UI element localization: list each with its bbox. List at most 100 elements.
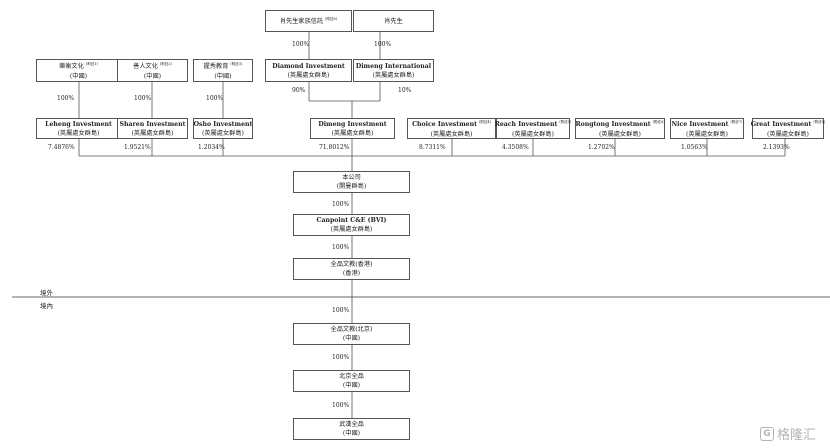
- pct-culture-osho: 100%: [206, 95, 224, 102]
- dimeng-intl-name: Dimeng International: [355, 62, 432, 70]
- shareholder-name: Dimeng Investment: [318, 120, 387, 128]
- shareholder-name: Osho Investment: [193, 120, 253, 128]
- culture-name: 樂衡文化: [59, 63, 84, 71]
- culture-sub: (中國): [143, 72, 162, 80]
- mr-xiao-name: 肖先生: [384, 17, 403, 25]
- diamond-name: Diamond Investment: [272, 62, 345, 70]
- shareholder-sub: (英屬處女群島): [202, 129, 244, 137]
- diamond-sub: (英屬處女群島): [287, 71, 330, 79]
- chain-sub: (中國): [342, 430, 361, 437]
- shareholder-sub: (英屬處女群島): [57, 129, 100, 137]
- onshore-label: 境內: [40, 302, 53, 310]
- culture-sub: (中國): [214, 72, 232, 80]
- chain-name: Canpoint C&E (BVI): [316, 217, 387, 224]
- pct-trust-diamond: 100%: [292, 41, 310, 48]
- canpoint-bvi-box: Canpoint C&E (BVI) (英屬處女群島): [293, 214, 410, 236]
- chain-name: 全品文教(香港): [330, 261, 373, 268]
- shareholder-box-great: Great Investment(附註8) (英屬處女群島): [750, 118, 826, 139]
- shareholder-name: Reach Investment: [494, 121, 558, 129]
- culture-note: (附註2): [159, 62, 172, 67]
- pct-chain-3: 100%: [332, 307, 350, 314]
- shareholder-box-reach: Reach Investment(附註5) (英屬處女群島): [494, 118, 572, 139]
- pct-culture-sharen: 100%: [134, 95, 152, 102]
- pct-chain-4: 100%: [332, 354, 350, 361]
- pct-mr-dimeng-intl: 100%: [374, 41, 392, 48]
- pct-chain-2: 100%: [332, 244, 350, 251]
- shareholder-note: (附註5): [559, 120, 572, 125]
- mr-xiao-box: 肖先生: [353, 10, 434, 32]
- shareholder-name: Rongtong Investment: [575, 121, 651, 129]
- culture-box-osho: 握秀教育(附註3) (中國): [193, 59, 253, 82]
- shareholder-box-osho: Osho Investment (英屬處女群島): [193, 118, 253, 139]
- dimeng-intl-sub: (英屬處女群島): [372, 71, 415, 79]
- culture-name: 善人文化: [133, 63, 158, 71]
- trust-name: 肖先生家族信託: [279, 18, 324, 26]
- culture-note: (附註1): [85, 62, 98, 67]
- wuhan-quanpin-box: 武漢全品 (中國): [293, 418, 410, 440]
- culture-name: 握秀教育: [203, 63, 229, 71]
- trust-note: (附註8): [325, 17, 338, 22]
- pct-dimeng: 71.8012%: [319, 144, 350, 151]
- quanpin-beijing-box: 全品文教(北京) (中國): [293, 323, 410, 345]
- pct-rongtong: 1.2702%: [588, 144, 615, 151]
- pct-reach: 4.3508%: [502, 144, 529, 151]
- pct-chain-1: 100%: [332, 201, 350, 208]
- shareholder-box-nice: Nice Investment(附註7) (英屬處女群島): [670, 118, 744, 139]
- pct-dimeng-intl-dimeng: 10%: [398, 87, 412, 94]
- shareholder-sub: (英屬處女群島): [599, 130, 641, 138]
- pct-osho: 1.2034%: [198, 144, 225, 151]
- chain-name: 全品文教(北京): [330, 326, 373, 333]
- offshore-label: 境外: [40, 289, 53, 297]
- quanpin-hk-box: 全品文教(香港) (香港): [293, 258, 410, 280]
- shareholder-name: Choice Investment: [412, 121, 477, 129]
- culture-box-sharen: 善人文化(附註2) (中國): [117, 59, 188, 82]
- pct-great: 2.1393%: [763, 144, 790, 151]
- culture-note: (附註3): [230, 62, 243, 67]
- shareholder-note: (附註6): [652, 120, 665, 125]
- pct-leheng: 7.4876%: [48, 144, 75, 151]
- chain-sub: (英屬處女群島): [330, 226, 373, 233]
- pct-nice: 1.0563%: [681, 144, 708, 151]
- culture-sub: (中國): [69, 72, 88, 80]
- shareholder-sub: (英屬處女群島): [430, 130, 473, 138]
- chain-name: 武漢全品: [339, 421, 364, 428]
- shareholder-box-rongtong: Rongtong Investment(附註6) (英屬處女群島): [575, 118, 665, 139]
- shareholder-sub: (英屬處女群島): [686, 130, 728, 138]
- shareholder-box-sharen: Sharen Investment (英屬處女群島): [117, 118, 188, 139]
- shareholder-note: (附註4): [478, 120, 491, 125]
- chain-name: 本公司: [342, 174, 361, 181]
- chain-sub: (開曼群島): [336, 183, 367, 190]
- shareholder-box-dimeng: Dimeng Investment (英屬處女群島): [310, 118, 395, 139]
- culture-box-leheng: 樂衡文化(附註1) (中國): [36, 59, 121, 82]
- watermark-logo-icon: G: [759, 426, 774, 441]
- watermark: G 格隆汇: [759, 424, 816, 443]
- pct-chain-5: 100%: [332, 402, 350, 409]
- chain-sub: (香港): [342, 270, 361, 277]
- pct-culture-leheng: 100%: [57, 95, 75, 102]
- chain-sub: (中國): [342, 335, 361, 342]
- shareholder-sub: (英屬處女群島): [767, 130, 809, 138]
- shareholder-sub: (英屬處女群島): [331, 129, 374, 137]
- shareholder-sub: (英屬處女群島): [131, 129, 174, 137]
- mr-xiao-family-trust-box: 肖先生家族信託(附註8): [265, 10, 352, 32]
- chain-sub: (中國): [342, 382, 361, 389]
- shareholder-name: Nice Investment: [671, 121, 729, 129]
- shareholder-box-choice: Choice Investment(附註4) (英屬處女群島): [407, 118, 496, 139]
- company-box: 本公司 (開曼群島): [293, 171, 410, 193]
- chain-name: 北京全品: [339, 373, 364, 380]
- shareholder-box-leheng: Leheng Investment (英屬處女群島): [36, 118, 121, 139]
- diamond-investment-box: Diamond Investment (英屬處女群島): [265, 59, 352, 82]
- beijing-quanpin-box: 北京全品 (中國): [293, 370, 410, 392]
- watermark-text: 格隆汇: [776, 428, 816, 443]
- pct-sharen: 1.9521%: [124, 144, 151, 151]
- dimeng-international-box: Dimeng International (英屬處女群島): [353, 59, 434, 82]
- shareholder-note: (附註7): [730, 120, 743, 125]
- shareholder-name: Great Investment: [750, 121, 812, 129]
- shareholder-name: Sharen Investment: [119, 120, 186, 128]
- shareholder-name: Leheng Investment: [45, 120, 112, 128]
- pct-diamond-dimeng: 90%: [292, 87, 306, 94]
- shareholder-note: (附註8): [813, 120, 826, 125]
- shareholder-sub: (英屬處女群島): [512, 130, 554, 138]
- pct-choice: 8.7311%: [419, 144, 446, 151]
